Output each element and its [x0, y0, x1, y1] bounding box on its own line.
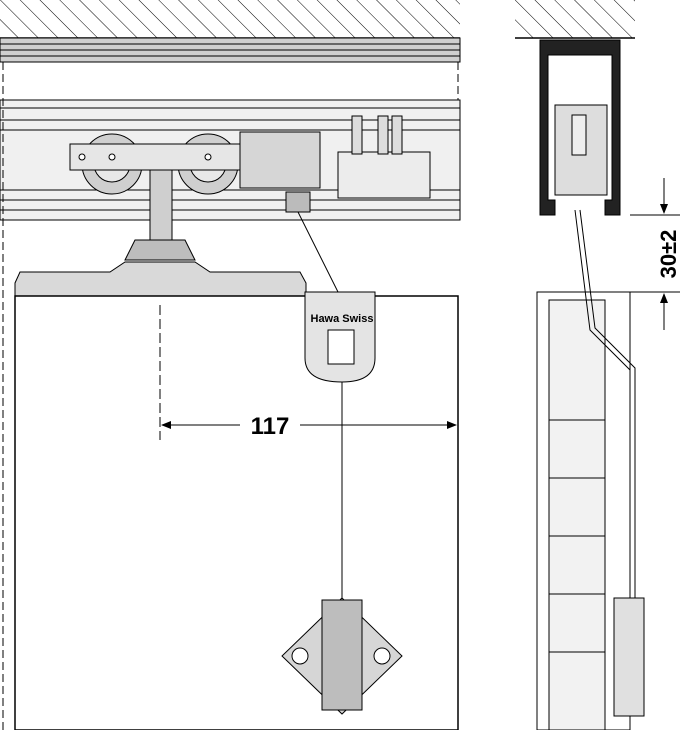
cable-holder: Hawa Swiss	[304, 291, 376, 383]
dimension-30: 30±2	[630, 178, 681, 330]
damper-cable	[297, 211, 343, 600]
ceiling-right	[515, 0, 635, 39]
ceiling-left	[0, 0, 460, 39]
hidden-lines	[2, 62, 459, 730]
dimension-width-label: 117	[251, 413, 290, 440]
brand-label: Hawa Swiss	[311, 313, 374, 325]
door-side-view	[536, 209, 645, 730]
mounting-plate	[14, 261, 307, 297]
dimension-117: 117	[159, 305, 457, 440]
track-profile-side	[539, 39, 621, 216]
floor-stopper	[281, 597, 403, 715]
dimension-height-label: 30±2	[656, 230, 681, 279]
roller-carriage	[69, 115, 431, 261]
